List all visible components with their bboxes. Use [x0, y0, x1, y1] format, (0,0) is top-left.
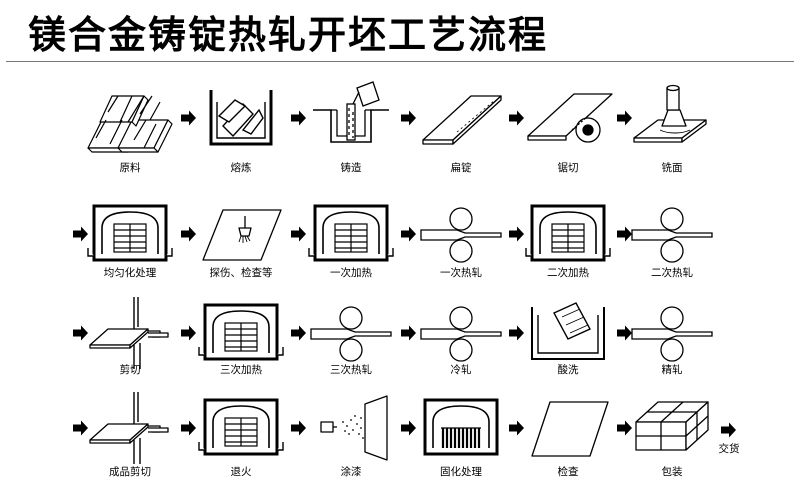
delivery-label: 交货: [719, 442, 740, 455]
rolling-mill-icon: [631, 207, 713, 263]
rolling-mill-icon: [631, 306, 713, 362]
heating-furnace-icon: [86, 204, 174, 262]
flow-arrow: [401, 325, 416, 341]
step-label: 三次热轧: [330, 363, 372, 376]
step-label: 三次加热: [220, 363, 262, 376]
step-label: 一次加热: [330, 266, 372, 279]
step-label: 固化处理: [440, 465, 482, 478]
flow-arrow: [291, 226, 306, 242]
flow-arrow: [617, 325, 632, 341]
flow-arrow: [509, 110, 524, 126]
curing-furnace-icon: [423, 398, 499, 456]
shear-icon: [89, 296, 169, 370]
flow-arrow: [291, 325, 306, 341]
step-label: 剪切: [120, 363, 141, 376]
row-2-entry-arrow: [73, 226, 88, 242]
rolling-mill-icon: [420, 306, 502, 362]
title-divider: [6, 61, 794, 62]
row-3-entry-arrow: [73, 325, 88, 341]
milling-icon: [633, 84, 707, 143]
flow-arrow: [509, 226, 524, 242]
step-label: 精轧: [662, 363, 683, 376]
heating-furnace-icon: [524, 204, 612, 262]
step-label: 退火: [231, 466, 252, 478]
saw-icon: [527, 93, 613, 143]
spray-paint-icon: [320, 395, 388, 461]
step-label: 检查: [558, 465, 579, 478]
shear-icon: [89, 391, 169, 465]
step-label: 熔炼: [231, 161, 252, 174]
flow-arrow: [617, 420, 632, 436]
flow-arrow: [509, 325, 524, 341]
flow-arrow: [181, 226, 196, 242]
step-label: 一次热轧: [440, 266, 482, 279]
step-label: 涂漆: [341, 465, 362, 478]
step-label: 原料: [120, 161, 141, 174]
flow-arrow: [401, 226, 416, 242]
step-label: 成品剪切: [109, 465, 151, 478]
step-label: 探伤、检查等: [210, 266, 273, 279]
page-title: 镁合金铸锭热轧开坯工艺流程: [28, 12, 549, 57]
flow-arrow: [181, 420, 196, 436]
flow-arrow: [181, 110, 196, 126]
final-arrow: [721, 422, 736, 438]
flow-arrow: [291, 420, 306, 436]
step-label: 酸洗: [558, 363, 579, 376]
step-label: 包装: [662, 465, 683, 478]
flow-arrow: [509, 420, 524, 436]
step-label: 铸造: [341, 161, 362, 174]
heating-furnace-icon: [307, 204, 395, 262]
ingots-icon: [87, 95, 173, 153]
furnace-crucible-icon: [209, 88, 273, 146]
step-label: 锯切: [558, 161, 579, 174]
plate-icon: [531, 401, 609, 457]
row-4-entry-arrow: [73, 420, 88, 436]
step-label: 铣面: [662, 161, 683, 174]
step-label: 二次热轧: [651, 266, 693, 279]
rolling-mill-icon: [310, 306, 392, 362]
flow-arrow: [291, 110, 306, 126]
heating-furnace-icon: [197, 303, 285, 361]
flow-arrow: [401, 420, 416, 436]
slab-icon: [422, 95, 502, 145]
step-label: 扁锭: [451, 161, 472, 174]
step-label: 二次加热: [547, 266, 589, 279]
casting-mold-icon: [312, 81, 390, 143]
inspection-probe-icon: [202, 209, 282, 261]
rolling-mill-icon: [420, 207, 502, 263]
acid-bath-icon: [531, 302, 605, 360]
flow-arrow: [181, 325, 196, 341]
heating-furnace-icon: [197, 398, 285, 456]
package-icon: [635, 401, 709, 451]
step-label: 冷轧: [451, 363, 472, 376]
flow-arrow: [401, 110, 416, 126]
flow-arrow: [617, 110, 632, 126]
flow-arrow: [617, 226, 632, 242]
step-label: 均匀化处理: [104, 266, 157, 279]
